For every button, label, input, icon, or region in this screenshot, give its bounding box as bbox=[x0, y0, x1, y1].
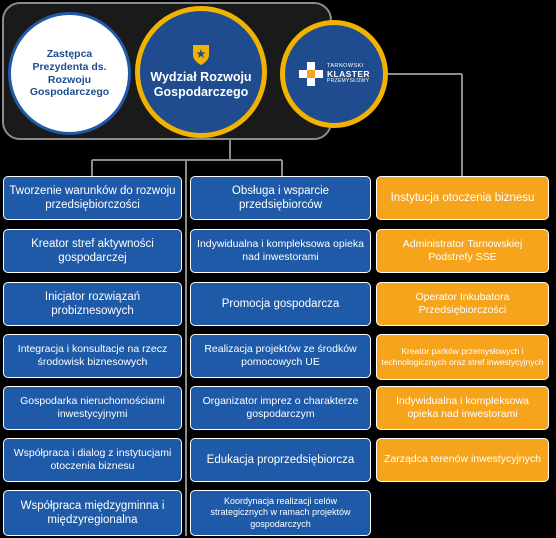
klaster-logo-icon bbox=[299, 62, 324, 86]
col3-box-3: Operator Inkubatora Przedsiębiorczości bbox=[376, 282, 549, 326]
klaster-label: TARNOWSKI KLASTER PRZEMYSŁOWY bbox=[327, 63, 370, 84]
col3-box-4: Kreator parków przemysłowych i technolog… bbox=[376, 334, 549, 380]
vice-president-label: Zastępca Prezydenta ds. Rozwoju Gospodar… bbox=[29, 48, 110, 99]
col1-box-1: Tworzenie warunków do rozwoju przedsiębi… bbox=[3, 176, 182, 220]
col1-box-2: Kreator stref aktywności gospodarczej bbox=[3, 229, 182, 273]
vice-president-circle: Zastępca Prezydenta ds. Rozwoju Gospodar… bbox=[8, 12, 131, 135]
col2-box-1: Obsługa i wsparcie przedsiębiorców bbox=[190, 176, 371, 220]
col2-box-4: Realizacja projektów ze środków pomocowy… bbox=[190, 334, 371, 378]
col2-box-5: Organizator imprez o charakterze gospoda… bbox=[190, 386, 371, 430]
col2-box-6: Edukacja proprzedsiębiorcza bbox=[190, 438, 371, 482]
col1-box-7: Współpraca międzygminna i międzyregional… bbox=[3, 490, 182, 536]
department-label: Wydział Rozwoju Gospodarczego bbox=[150, 70, 252, 99]
col3-box-6: Zarządca terenów inwestycyjnych bbox=[376, 438, 549, 482]
col2-box-7: Koordynacja realizacji celów strategiczn… bbox=[190, 490, 371, 536]
col2-box-3: Promocja gospodarcza bbox=[190, 282, 371, 326]
department-circle: Wydział Rozwoju Gospodarczego bbox=[135, 6, 267, 138]
col1-box-6: Współpraca i dialog z instytucjami otocz… bbox=[3, 438, 182, 482]
col1-box-3: Inicjator rozwiązań probiznesowych bbox=[3, 282, 182, 326]
col3-box-5: Indywidualna i kompleksowa opieka nad in… bbox=[376, 386, 549, 430]
klaster-circle: TARNOWSKI KLASTER PRZEMYSŁOWY bbox=[280, 20, 388, 128]
city-crest-icon bbox=[193, 45, 209, 65]
col3-box-1: Instytucja otoczenia biznesu bbox=[376, 176, 549, 220]
col1-box-4: Integracja i konsultacje na rzecz środow… bbox=[3, 334, 182, 378]
col2-box-2: Indywidualna i kompleksowa opieka nad in… bbox=[190, 229, 371, 273]
col1-box-5: Gospodarka nieruchomościami inwestycyjny… bbox=[3, 386, 182, 430]
col3-box-2: Administrator Tarnowskiej Podstrefy SSE bbox=[376, 229, 549, 273]
